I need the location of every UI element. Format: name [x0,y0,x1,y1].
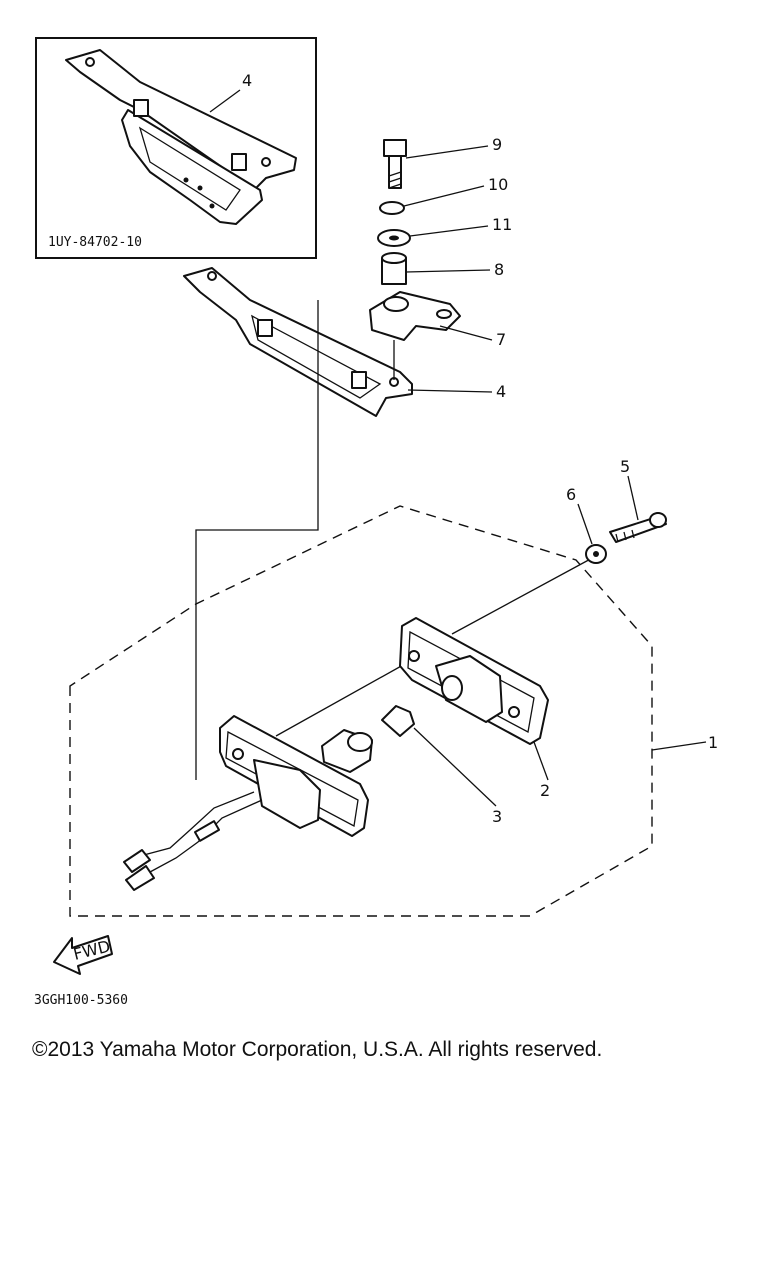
inset-box: 1UY-84702-10 [35,37,317,259]
assembly-outline [69,505,653,917]
bolt-part-9 [383,139,407,189]
callout-1: 1 [708,733,718,752]
lock-washer-part-10 [379,201,405,215]
copyright-text: ©2013 Yamaha Motor Corporation, U.S.A. A… [32,1038,603,1061]
lens-part-2 [399,617,549,745]
callout-4-main: 4 [496,382,506,401]
callout-6: 6 [566,485,576,504]
washer-part-6 [585,544,607,564]
callout-3: 3 [492,807,502,826]
inset-part-code: 1UY-84702-10 [48,235,142,250]
callout-9: 9 [492,135,502,154]
bracket-part-4 [183,267,413,417]
inset-bracket-illustration [65,49,297,225]
callout-8: 8 [494,260,504,279]
collar-part-8 [381,252,407,285]
callout-11: 11 [492,215,512,234]
screw-part-5 [609,512,667,543]
callout-7: 7 [496,330,506,349]
callout-4-inset: 4 [242,71,252,90]
fwd-arrow-icon: FWD [53,935,113,975]
washer-part-11 [377,229,411,247]
stay-part-7 [369,291,461,341]
callout-2: 2 [540,781,550,800]
drawing-code: 3GGH100-5360 [34,993,128,1008]
callout-5: 5 [620,457,630,476]
fwd-label: FWD [71,936,112,963]
lamp-base-housing [123,715,373,891]
callout-10: 10 [488,175,508,194]
bulb-part-3 [381,705,415,737]
